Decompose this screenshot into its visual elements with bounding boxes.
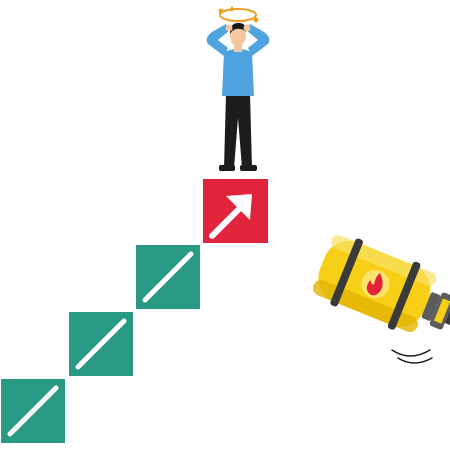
motion-lines — [391, 349, 433, 364]
dizzy-icon — [218, 6, 259, 23]
up-arrow-icon — [209, 194, 252, 239]
gas-cylinder — [312, 235, 450, 332]
stair-step-3 — [134, 243, 202, 311]
flame-icon — [361, 270, 390, 299]
stair-step-2 — [67, 310, 135, 378]
stair-step-1 — [0, 377, 67, 445]
staircase — [0, 243, 202, 445]
dizzy-businessman — [206, 6, 270, 171]
top-growth-block — [201, 177, 270, 245]
